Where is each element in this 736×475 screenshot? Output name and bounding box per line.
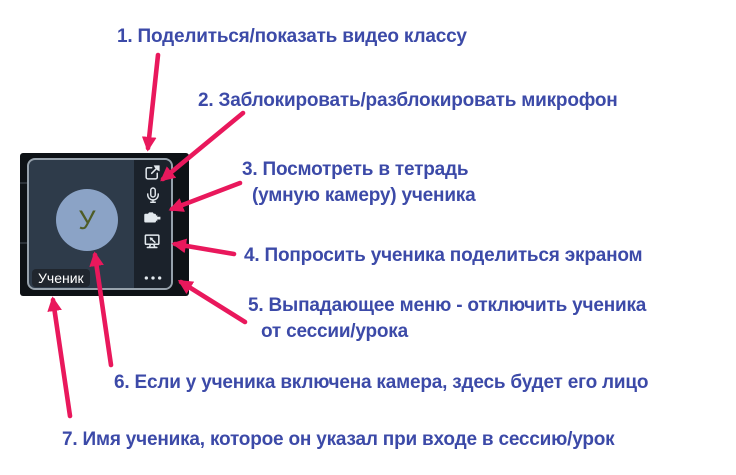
annotation-4-text: 4. Попросить ученика поделиться экраном	[244, 245, 643, 266]
annotation-5-line-2: от сессии/урока	[261, 321, 408, 342]
arrow-7	[47, 296, 73, 419]
annotation-1: 1. Поделиться/показать видео классу	[117, 24, 467, 50]
annotation-6-text: 6. Если у ученика включена камера, здесь…	[114, 372, 649, 393]
student-video-tile[interactable]: У Ученик	[20, 153, 189, 296]
annotation-3-line-2: (умную камеру) ученика	[252, 185, 476, 206]
arrow-1	[141, 52, 161, 152]
annotation-3-line-1: 3. Посмотреть в тетрадь	[242, 159, 469, 180]
document-camera-icon	[144, 212, 161, 223]
annotation-4: 4. Попросить ученика поделиться экраном	[244, 243, 643, 269]
tile-strip-divider	[20, 182, 27, 184]
avatar: У	[56, 189, 118, 251]
annotation-5-line-1: 5. Выпадающее меню - отключить ученика	[248, 295, 647, 316]
avatar-initial: У	[78, 204, 96, 235]
microphone-icon	[146, 187, 159, 204]
annotation-6: 6. Если у ученика включена камера, здесь…	[114, 370, 648, 396]
arrow-5	[177, 279, 248, 325]
tile-strip-divider	[20, 242, 27, 244]
view-notebook-camera-button[interactable]	[142, 209, 164, 229]
toggle-microphone-button[interactable]	[142, 186, 164, 206]
annotation-7-text: 7. Имя ученика, которое он указал при вх…	[62, 429, 615, 450]
annotation-2-text: 2. Заблокировать/разблокировать микрофон	[198, 90, 618, 111]
video-area: У Ученик	[27, 158, 173, 290]
annotation-2: 2. Заблокировать/разблокировать микрофон	[198, 88, 618, 114]
student-name: Ученик	[38, 270, 84, 286]
share-video-button[interactable]	[142, 163, 164, 183]
annotation-1-text: 1. Поделиться/показать видео классу	[117, 26, 467, 47]
student-name-badge: Ученик	[32, 269, 90, 287]
tile-toolbar	[134, 160, 171, 288]
screen-share-icon	[144, 234, 160, 248]
annotation-3: 3. Посмотреть в тетрадь (умную камеру) у…	[242, 157, 476, 209]
ellipsis-icon	[144, 276, 161, 280]
annotation-5: 5. Выпадающее меню - отключить ученика о…	[248, 293, 646, 345]
more-options-button[interactable]	[142, 268, 164, 288]
request-screen-share-button[interactable]	[142, 231, 164, 251]
annotation-7: 7. Имя ученика, которое он указал при вх…	[62, 427, 615, 453]
external-link-icon	[145, 165, 160, 180]
